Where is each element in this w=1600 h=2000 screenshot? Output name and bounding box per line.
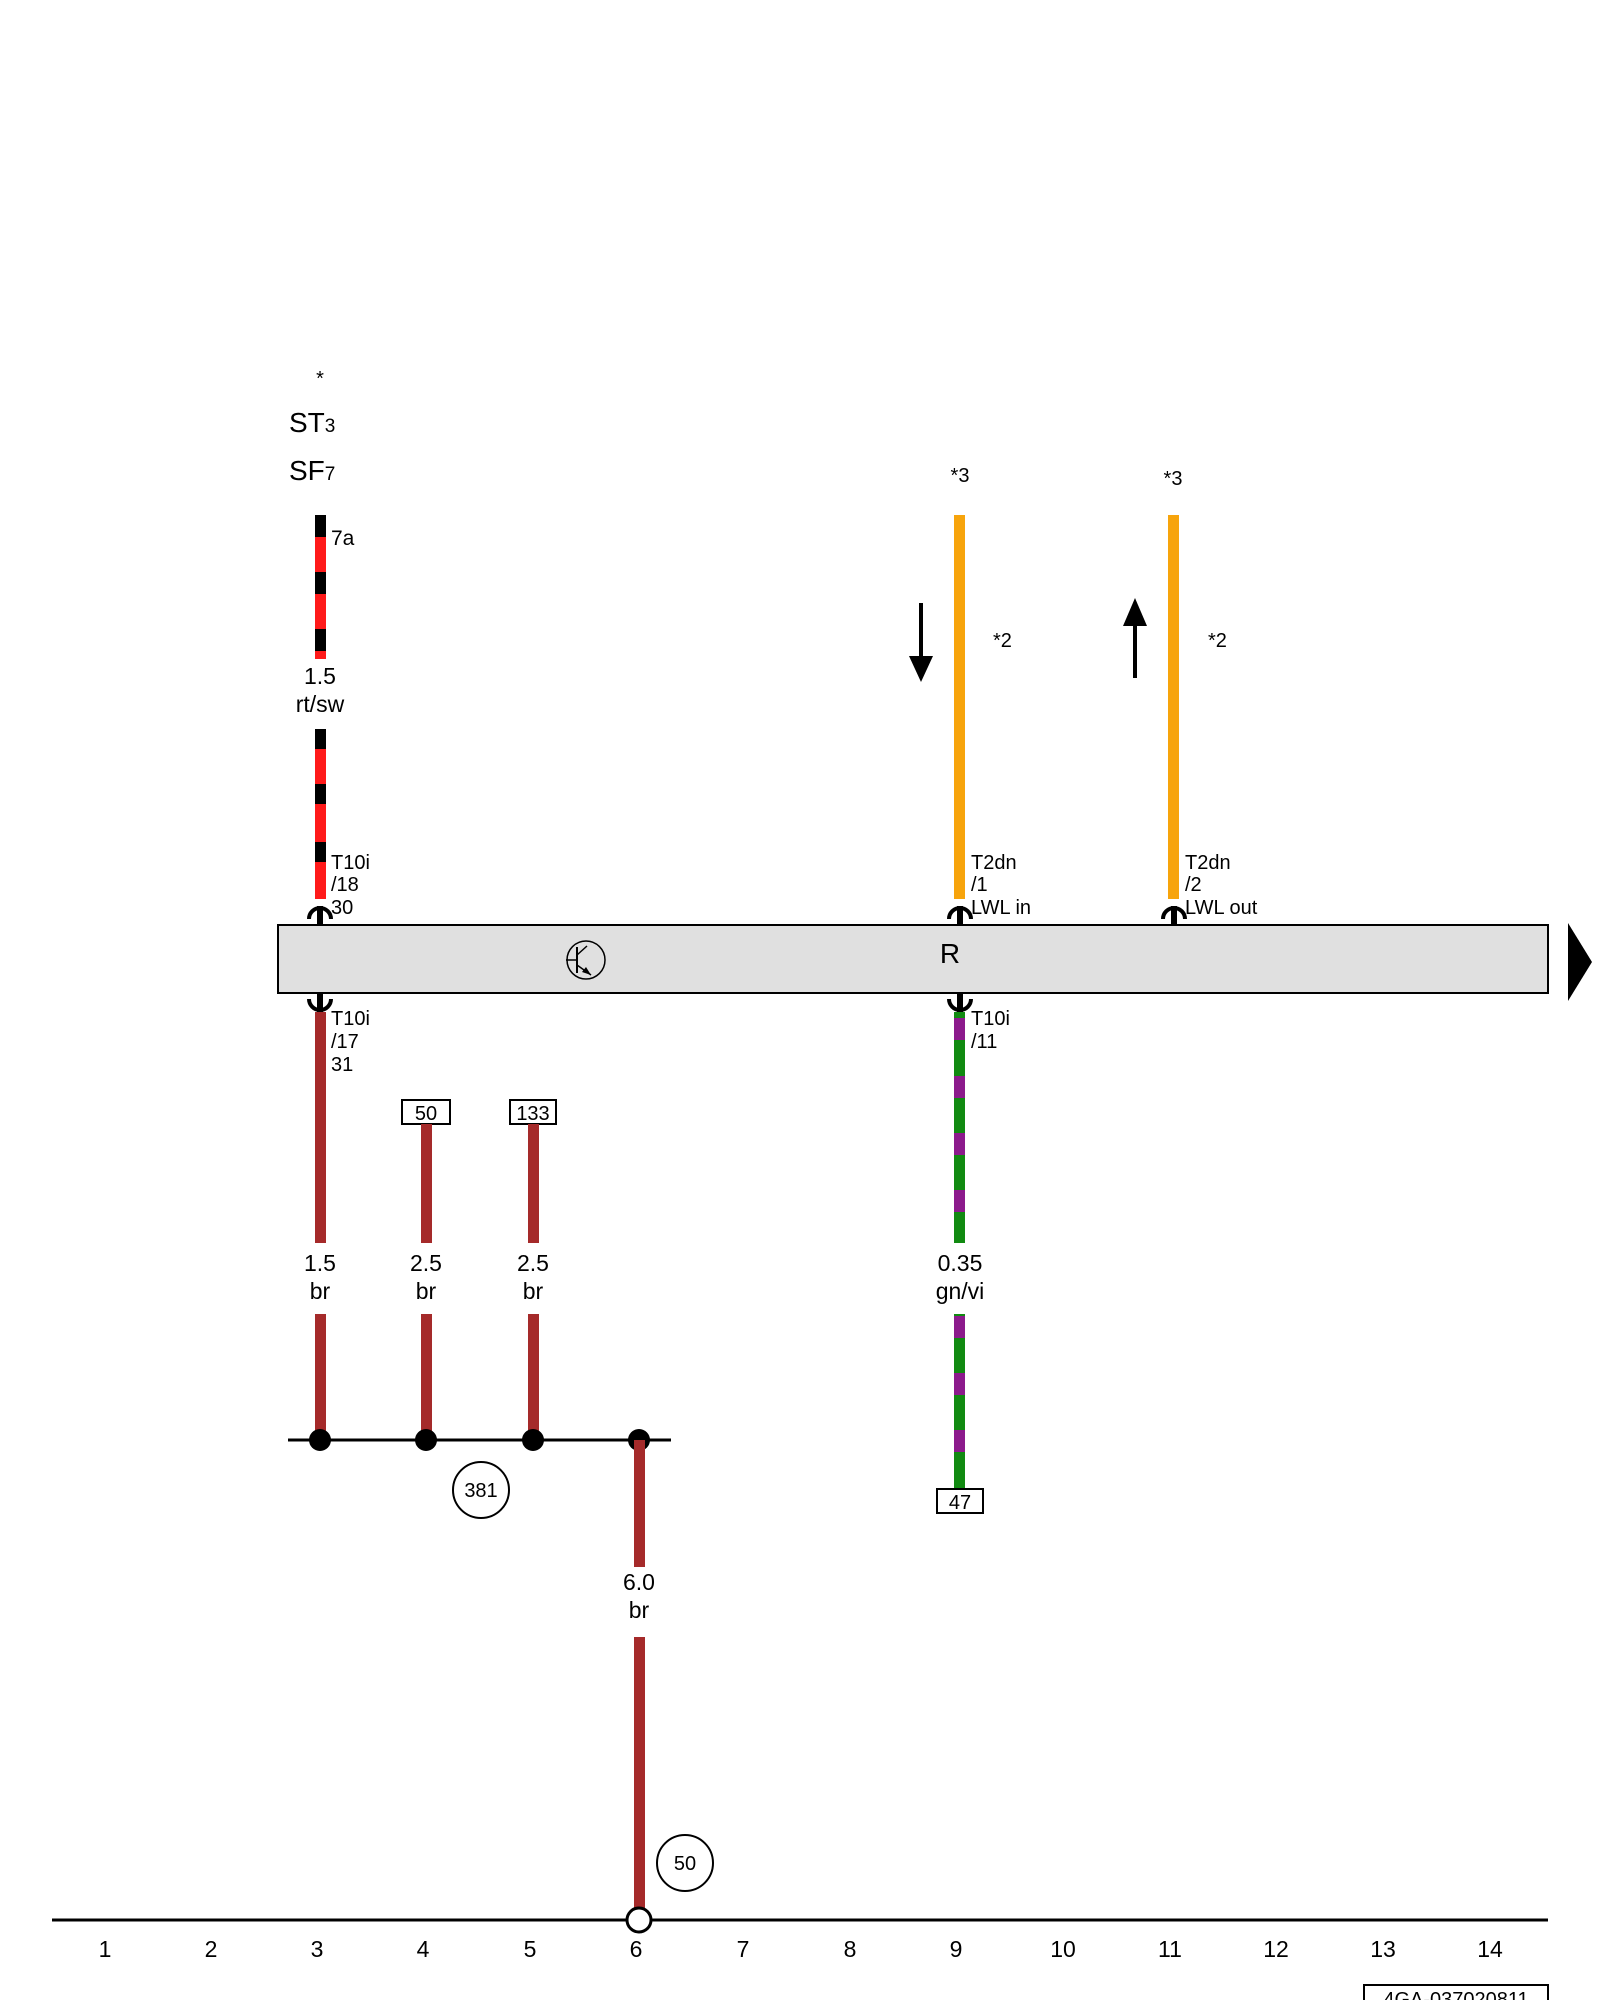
pin-label-col3-top-1: T10i — [331, 852, 370, 874]
pin-label-col9-top-1: T2dn — [971, 852, 1017, 874]
header-star: * — [316, 368, 324, 390]
ref-box-col4[interactable] — [401, 1099, 451, 1125]
document-code-box — [1363, 1984, 1549, 2000]
continuation-arrow-icon[interactable] — [1568, 923, 1592, 1001]
note-col9-top: *3 — [951, 465, 970, 487]
document-code: 4GA-037020811 — [1383, 1989, 1528, 2000]
wire-gauge-col5: 2.5 — [517, 1250, 549, 1276]
pin-label-col11-top-2: /2 — [1185, 874, 1202, 896]
column-numbers: 1 2 3 4 5 6 7 8 9 10 11 12 13 14 — [99, 1936, 1503, 1962]
wire-col6[interactable] — [634, 1440, 645, 1920]
column-number: 7 — [737, 1936, 750, 1962]
column-number: 6 — [630, 1936, 643, 1962]
wire-col3-bottom[interactable] — [315, 1012, 326, 1440]
column-number: 5 — [524, 1936, 537, 1962]
pin-label-col3-bottom-3: 31 — [331, 1054, 353, 1076]
wire-gauge-col6: 6.0 — [623, 1569, 655, 1595]
component-label: R — [940, 938, 960, 969]
ref-label-col4: 50 — [415, 1103, 437, 1125]
column-number: 10 — [1050, 1936, 1076, 1962]
arrow-down-icon — [909, 603, 933, 682]
ref-label-col9: 47 — [949, 1492, 971, 1514]
wire-col11-top[interactable] — [1168, 515, 1179, 899]
column-number: 2 — [205, 1936, 218, 1962]
column-number: 13 — [1370, 1936, 1396, 1962]
transistor-symbol-icon — [566, 940, 606, 980]
note-col11-top: *3 — [1164, 468, 1183, 490]
pin-label-col9-top-2: /1 — [971, 874, 988, 896]
connector-pin-col3-bottom-icon — [307, 993, 333, 1012]
connector-pin-col9-top-icon — [947, 906, 973, 925]
note-col11-side: *2 — [1208, 630, 1227, 652]
column-number: 4 — [417, 1936, 430, 1962]
wire-color-col4: br — [416, 1278, 437, 1304]
wire-color-col6: br — [629, 1597, 650, 1623]
column-number: 12 — [1263, 1936, 1289, 1962]
wire-color-col9-bottom: gn/vi — [936, 1278, 985, 1304]
connector-pin-col3-top-icon — [307, 906, 333, 925]
note-col9-side: *2 — [993, 630, 1012, 652]
ground-point-50-label: 50 — [674, 1853, 696, 1875]
column-number: 9 — [950, 1936, 963, 1962]
pin-label-col3-bottom-2: /17 — [331, 1031, 359, 1053]
pin-label-col11-top-3: LWL out — [1185, 897, 1258, 919]
pin-label-col9-bottom-2: /11 — [971, 1031, 997, 1053]
arrow-up-icon — [1123, 598, 1147, 678]
pin-label-col9-bottom-1: T10i — [971, 1008, 1010, 1030]
ref-box-col9[interactable] — [936, 1488, 984, 1514]
junction-dot — [522, 1429, 544, 1451]
column-number: 1 — [99, 1936, 112, 1962]
pin-label-col3-top-2: /18 — [331, 874, 359, 896]
wire-gauge-col3-bottom: 1.5 — [304, 1250, 336, 1276]
ground-point-381[interactable] — [452, 1461, 510, 1519]
junction-dot — [309, 1429, 331, 1451]
component-r-box[interactable] — [277, 924, 1549, 994]
column-number: 8 — [844, 1936, 857, 1962]
wire-color-col5: br — [523, 1278, 544, 1304]
ref-box-col5[interactable] — [509, 1099, 557, 1125]
wire-gauge-col4: 2.5 — [410, 1250, 442, 1276]
wire-col9-top[interactable] — [954, 515, 965, 899]
ground-connection-icon — [625, 1906, 653, 1934]
header-st: ST3 — [289, 407, 335, 438]
pin-label-col11-top-1: T2dn — [1185, 852, 1231, 874]
wire-gauge-col3-top: 1.5 — [304, 663, 336, 689]
wire-col3-top[interactable] — [315, 515, 326, 899]
wire-col9-bottom[interactable] — [954, 1012, 965, 1489]
connector-pin-col11-top-icon — [1161, 906, 1187, 925]
column-number: 11 — [1158, 1936, 1182, 1962]
connector-pin-col9-bottom-icon — [947, 993, 973, 1012]
wire-color-col3-bottom: br — [310, 1278, 331, 1304]
column-number: 14 — [1477, 1936, 1503, 1962]
fuse-terminal-label: 7a — [331, 527, 355, 550]
header-sf: SF7 — [289, 455, 335, 486]
pin-label-col9-top-3: LWL in — [971, 897, 1031, 919]
ground-point-381-label: 381 — [464, 1480, 497, 1502]
wire-gauge-col9-bottom: 0.35 — [938, 1250, 983, 1276]
column-number: 3 — [311, 1936, 324, 1962]
ref-label-col5: 133 — [516, 1103, 549, 1125]
ground-point-50[interactable] — [656, 1834, 714, 1892]
wire-col4[interactable] — [421, 1124, 432, 1440]
wire-col5[interactable] — [528, 1124, 539, 1440]
junction-dot — [415, 1429, 437, 1451]
wire-color-col3-top: rt/sw — [296, 691, 345, 717]
pin-label-col3-top-3: 30 — [331, 897, 353, 919]
pin-label-col3-bottom-1: T10i — [331, 1008, 370, 1030]
